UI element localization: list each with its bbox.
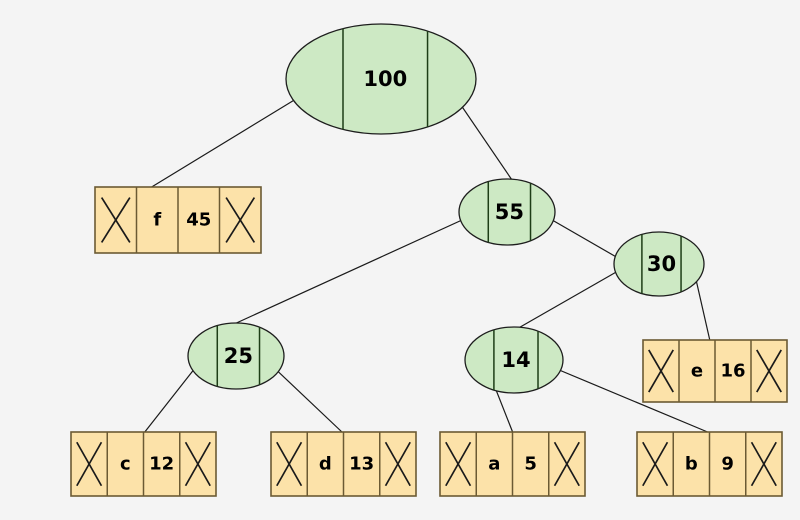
null-x-stroke [184, 441, 211, 487]
null-x-stroke [76, 441, 103, 487]
tree-edge-n55-to-n25 [231, 214, 474, 326]
leaf-label-f: f [153, 210, 161, 231]
null-pointer-x-icon: X [225, 197, 256, 243]
internal-node-25[interactable]: 25 [187, 322, 285, 390]
node-key-55: 55 [495, 200, 524, 224]
leaf-value-f: 45 [186, 210, 211, 231]
node-key-30: 30 [647, 252, 676, 276]
leaf-node-f[interactable]: X Xf 45 [94, 186, 262, 254]
leaf-label-d: d [319, 454, 332, 475]
null-x-stroke [642, 441, 669, 487]
leaf-node-e[interactable]: X Xe 16 [642, 339, 788, 403]
null-pointer-x-icon: X [100, 197, 131, 243]
tree-edge-n100-to-lf [149, 87, 315, 189]
leaf-value-a: 5 [524, 454, 537, 475]
internal-node-14[interactable]: 14 [464, 326, 564, 394]
tree-edge-n14-to-lb [551, 366, 711, 434]
leaf-label-a: a [488, 454, 500, 475]
node-ellipse-100 [285, 23, 477, 135]
tree-edge-n25-to-lc [143, 362, 200, 434]
leaf-label-b: b [685, 454, 698, 475]
null-pointer-x-icon: X [756, 349, 782, 393]
node-key-14: 14 [501, 348, 530, 372]
null-pointer-x-icon: X [276, 441, 303, 487]
null-x-stroke [225, 197, 256, 243]
node-key-100: 100 [363, 67, 407, 91]
null-x-stroke [276, 441, 303, 487]
node-key-25: 25 [224, 344, 253, 368]
null-pointer-x-icon: X [642, 441, 669, 487]
null-pointer-x-icon: X [648, 349, 674, 393]
internal-node-100[interactable]: 100 [285, 23, 477, 135]
leaf-value-e: 16 [720, 361, 745, 382]
null-x-stroke [750, 441, 777, 487]
null-pointer-x-icon: X [76, 441, 103, 487]
null-x-stroke [553, 441, 580, 487]
null-pointer-x-icon: X [184, 441, 211, 487]
null-x-stroke [384, 441, 411, 487]
leaf-value-c: 12 [149, 454, 174, 475]
internal-node-30[interactable]: 30 [613, 231, 705, 297]
leaf-node-c[interactable]: X Xc 12 [70, 431, 217, 497]
null-pointer-x-icon: X [750, 441, 777, 487]
tree-edge-n25-to-ld [267, 361, 344, 434]
null-pointer-x-icon: X [384, 441, 411, 487]
null-x-stroke [648, 349, 674, 393]
null-x-stroke [756, 349, 782, 393]
null-x-stroke [100, 197, 131, 243]
leaf-value-b: 9 [721, 454, 734, 475]
leaf-value-d: 13 [349, 454, 374, 475]
tree-edge-n30-to-n14 [514, 266, 626, 331]
internal-node-55[interactable]: 55 [458, 178, 556, 246]
null-x-stroke [445, 441, 472, 487]
null-pointer-x-icon: X [553, 441, 580, 487]
leaf-label-c: c [120, 454, 131, 475]
internal-nodes-layer: 100 55 30 25 14 [187, 23, 705, 394]
tree-edge-n55-to-n30 [539, 212, 626, 263]
null-pointer-x-icon: X [445, 441, 472, 487]
leaf-label-e: e [691, 361, 703, 382]
